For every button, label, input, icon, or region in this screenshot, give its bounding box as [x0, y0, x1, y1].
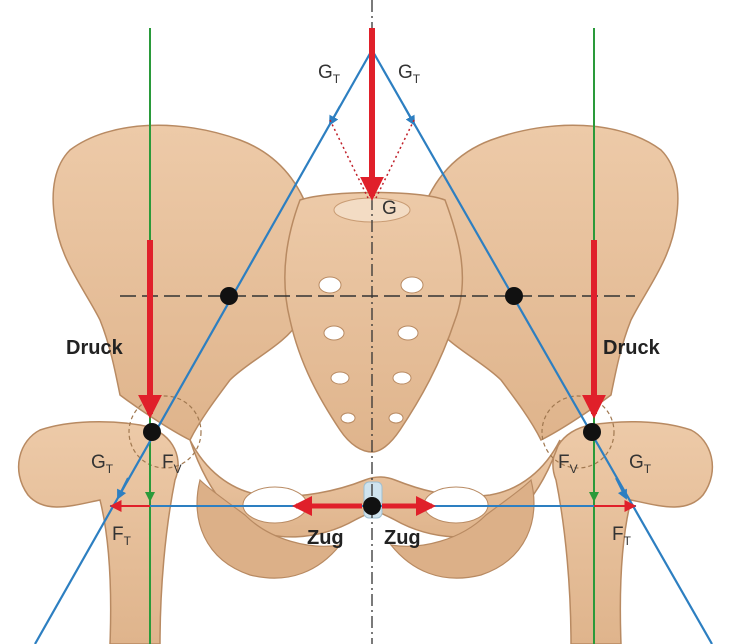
g-label-center: G — [382, 198, 397, 219]
pelvis-bones — [19, 125, 713, 644]
zug-label-right: Zug — [384, 527, 421, 549]
dotted-left-component — [330, 120, 368, 198]
right-hip-joint-dot — [583, 423, 601, 441]
fv-label-left: FV — [162, 452, 182, 476]
druck-label-right: Druck — [603, 337, 661, 359]
dotted-right-component — [376, 120, 414, 198]
ft-label-right: FT — [612, 524, 632, 548]
left-si-joint-dot — [220, 287, 238, 305]
left-hip-joint-dot — [143, 423, 161, 441]
gt-label-top-left: GT — [318, 62, 341, 86]
sacrum — [285, 193, 463, 453]
left-ilium — [53, 125, 315, 440]
zug-label-left: Zug — [307, 527, 344, 549]
gt-arrow-top-right — [404, 106, 414, 124]
gt-label-top-right: GT — [398, 62, 421, 86]
druck-label-left: Druck — [66, 337, 124, 359]
right-si-joint-dot — [505, 287, 523, 305]
symphysis-dot — [363, 497, 381, 515]
gt-arrow-top-left — [330, 106, 340, 124]
